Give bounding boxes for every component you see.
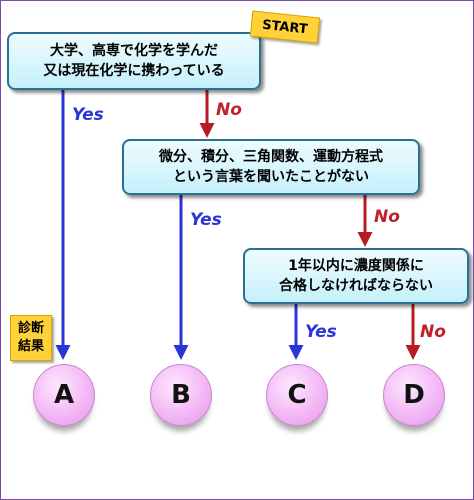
yes-label-1: Yes: [72, 105, 104, 125]
question-box-3: 1年以内に濃度関係に 合格しなければならない: [243, 248, 469, 304]
question-3-line-2: 合格しなければならない: [279, 278, 433, 294]
yes-label-3: Yes: [305, 322, 337, 342]
result-tag-line-1: 診断: [17, 321, 44, 336]
yes-label-2: Yes: [190, 210, 222, 230]
question-1-line-2: 又は現在化学に携わっている: [43, 63, 225, 79]
question-2-line-2: という言葉を聞いたことがない: [173, 169, 369, 185]
no-label-2: No: [374, 207, 400, 227]
result-tag: 診断 結果: [10, 315, 52, 361]
result-d: D: [383, 364, 445, 426]
no-label-1: No: [216, 100, 242, 120]
question-box-1: 大学、高専で化学を学んだ 又は現在化学に携わっている: [7, 32, 261, 90]
result-tag-line-2: 結果: [17, 339, 44, 354]
no-label-3: No: [420, 322, 446, 342]
result-a: A: [33, 364, 95, 426]
question-box-2: 微分、積分、三角関数、運動方程式 という言葉を聞いたことがない: [122, 139, 420, 195]
start-tag-label: START: [261, 17, 309, 37]
question-2-line-1: 微分、積分、三角関数、運動方程式: [159, 149, 383, 165]
result-c: C: [266, 364, 328, 426]
question-3-line-1: 1年以内に濃度関係に: [288, 258, 424, 274]
question-1-line-1: 大学、高専で化学を学んだ: [50, 43, 218, 59]
result-b: B: [150, 364, 212, 426]
